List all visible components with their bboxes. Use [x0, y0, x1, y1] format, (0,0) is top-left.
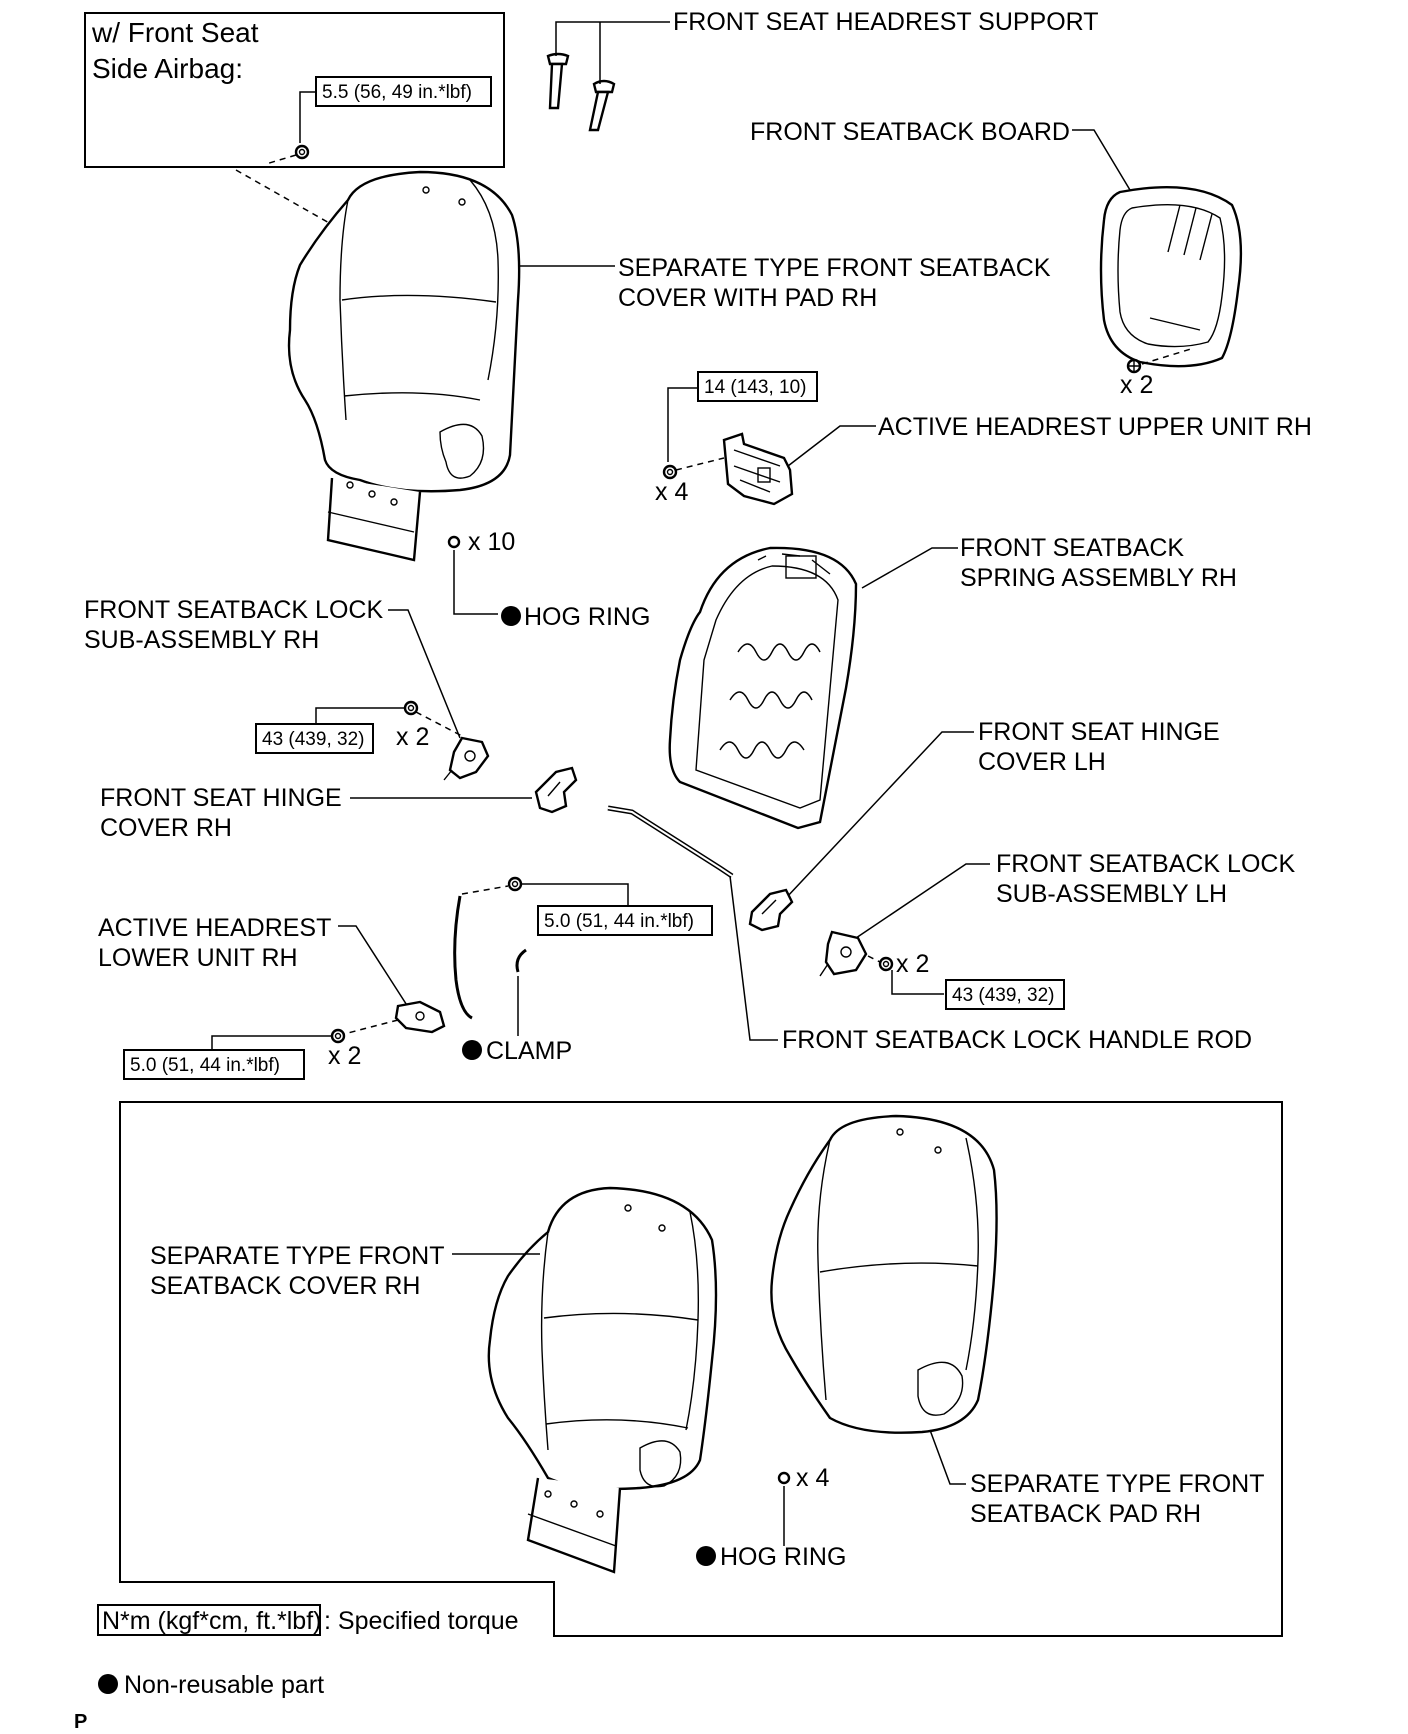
qty-upper-unit-nuts: x 4	[655, 478, 688, 506]
label-hinge-rh-line1: FRONT SEAT HINGE	[100, 784, 342, 812]
clamp-nonreusable-marker-icon	[462, 1040, 482, 1060]
label-hinge-lh-line1: FRONT SEAT HINGE	[978, 718, 1220, 746]
hinge-cover-lh-icon	[748, 888, 794, 932]
legend-specified-torque: N*m (kgf*cm, ft.*lbf) : Specified torque	[97, 1604, 519, 1636]
inset-title-line1: w/ Front Seat	[91, 17, 259, 48]
label-handle-rod: FRONT SEATBACK LOCK HANDLE ROD	[782, 1026, 1252, 1054]
torque-upper-unit: 14 (143, 10)	[704, 377, 806, 398]
inset-title-line2: Side Airbag:	[92, 53, 243, 84]
headrest-support-icon	[546, 52, 616, 132]
nonreusable-legend-icon	[98, 1674, 118, 1694]
legend-torque-box: N*m (kgf*cm, ft.*lbf)	[102, 1607, 321, 1635]
label-lower-unit-line1: ACTIVE HEADREST	[98, 914, 331, 942]
upper-unit-icon	[722, 432, 794, 506]
qty-lower-unit-nuts: x 2	[328, 1042, 361, 1070]
torque-lower-unit-top: 5.0 (51, 44 in.*lbf)	[544, 911, 694, 932]
lock-lh-icon	[819, 930, 868, 977]
seatback-cover-with-pad-icon	[287, 170, 521, 562]
label-lock-lh-line2: SUB-ASSEMBLY LH	[996, 880, 1227, 908]
label-cover-with-pad-line1: SEPARATE TYPE FRONT SEATBACK	[618, 254, 1051, 282]
spring-assembly-icon	[668, 546, 858, 830]
torque-lower-unit-bottom: 5.0 (51, 44 in.*lbf)	[130, 1055, 280, 1076]
label-cover-with-pad-line2: COVER WITH PAD RH	[618, 284, 877, 312]
seatback-pad-rh-icon	[770, 1114, 998, 1434]
label-headrest-support: FRONT SEAT HEADREST SUPPORT	[673, 8, 1099, 36]
qty-board-clips: x 2	[1120, 371, 1153, 399]
qty-lock-rh-bolts: x 2	[396, 723, 429, 751]
qty-hog-rings-2: x 4	[796, 1464, 829, 1492]
legend-torque-text: : Specified torque	[324, 1607, 519, 1635]
seatback-cover-rh-icon	[487, 1186, 718, 1574]
lock-rh-icon	[443, 736, 490, 781]
qty-hog-rings: x 10	[468, 528, 515, 556]
lock-rh-bolt-icon	[403, 700, 419, 716]
inset-torque-value: 5.5 (56, 49 in.*lbf)	[322, 82, 472, 103]
label-lock-rh-line1: FRONT SEATBACK LOCK	[84, 596, 383, 624]
side-airbag-inset: w/ Front Seat Side Airbag: 5.5 (56, 49 i…	[84, 12, 505, 168]
footer-code: P	[74, 1711, 87, 1733]
label-cover-rh-line1: SEPARATE TYPE FRONT	[150, 1242, 445, 1270]
nonreusable-marker-icon	[501, 606, 521, 626]
qty-lock-lh-bolts: x 2	[896, 950, 929, 978]
lower-unit-bottom-nut-icon	[330, 1028, 346, 1044]
label-seatback-board: FRONT SEATBACK BOARD	[750, 118, 1070, 146]
label-lower-unit-line2: LOWER UNIT RH	[98, 944, 298, 972]
label-lock-rh-line2: SUB-ASSEMBLY RH	[84, 626, 319, 654]
seatback-board-icon	[1099, 186, 1243, 368]
detail-box-outline	[119, 1101, 1283, 1637]
handle-rod-icon	[607, 805, 734, 879]
label-hog-ring-2: HOG RING	[720, 1543, 846, 1571]
label-pad-rh-line1: SEPARATE TYPE FRONT	[970, 1470, 1265, 1498]
label-pad-rh-line2: SEATBACK PAD RH	[970, 1500, 1201, 1528]
label-hinge-lh-line2: COVER LH	[978, 748, 1106, 776]
lower-unit-top-nut-icon	[507, 876, 523, 892]
inset-nut-icon	[294, 144, 310, 160]
hinge-cover-rh-icon	[534, 766, 578, 814]
hog-ring-icon	[447, 535, 461, 549]
torque-lock-lh: 43 (439, 32)	[952, 985, 1054, 1006]
label-upper-unit: ACTIVE HEADREST UPPER UNIT RH	[878, 413, 1312, 441]
hog-ring-2-icon	[777, 1471, 791, 1485]
board-clip-icon	[1126, 358, 1142, 374]
label-lock-lh-line1: FRONT SEATBACK LOCK	[996, 850, 1295, 878]
clamp-icon	[515, 948, 527, 973]
legend-nonreusable-text: Non-reusable part	[124, 1671, 324, 1699]
upper-unit-nut-icon	[662, 464, 678, 480]
label-hinge-rh-line2: COVER RH	[100, 814, 232, 842]
label-hog-ring: HOG RING	[524, 603, 650, 631]
torque-lock-rh: 43 (439, 32)	[262, 729, 364, 750]
lock-lh-bolt-icon	[878, 956, 894, 972]
legend-nonreusable: Non-reusable part	[98, 1671, 324, 1699]
hog-ring-2-nonreusable-marker-icon	[696, 1546, 716, 1566]
lower-unit-icon	[394, 895, 473, 1034]
label-clamp: CLAMP	[486, 1037, 572, 1065]
label-cover-rh-line2: SEATBACK COVER RH	[150, 1272, 420, 1300]
label-spring-assembly-line1: FRONT SEATBACK	[960, 534, 1184, 562]
label-spring-assembly-line2: SPRING ASSEMBLY RH	[960, 564, 1237, 592]
